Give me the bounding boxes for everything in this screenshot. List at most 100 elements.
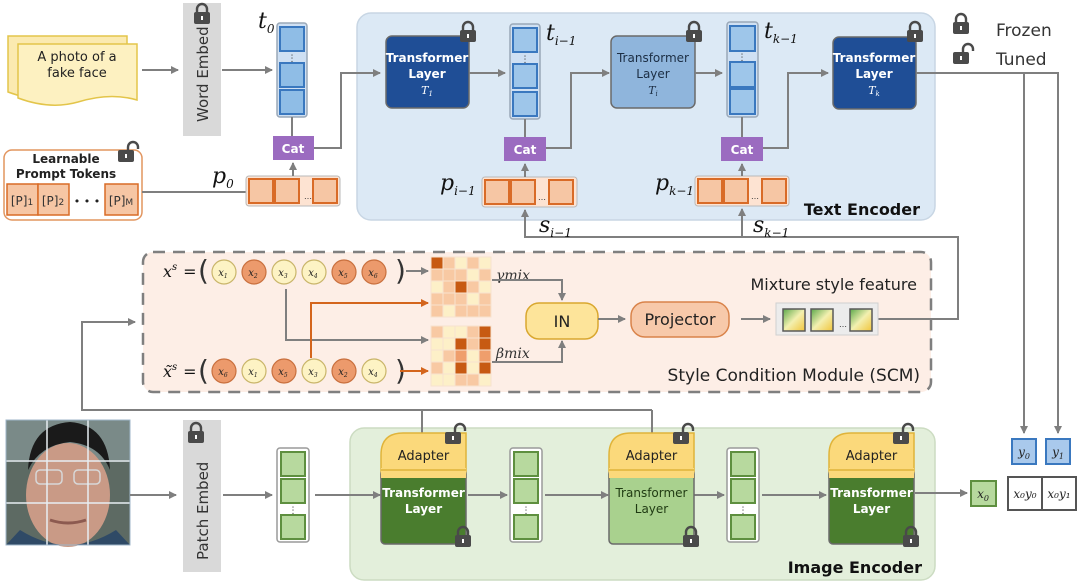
svg-text:Layer: Layer xyxy=(636,67,670,81)
xs-tilde-bracket-open: ( xyxy=(198,354,209,387)
xs-tilde-circle-6: x4 xyxy=(361,358,387,384)
text-encoder-title: Text Encoder xyxy=(804,200,920,219)
legend-frozen-label: Frozen xyxy=(996,21,1052,41)
svg-text:• • •: • • • xyxy=(74,195,100,208)
xs-label: xs= xyxy=(163,262,197,281)
y1-box xyxy=(1045,438,1071,465)
gamma-cell-cell xyxy=(466,268,480,282)
gamma-cell-cell xyxy=(442,304,456,318)
image-token-stack-3: ⋮ xyxy=(726,447,760,543)
transformer-label-line2: Layer xyxy=(635,502,669,516)
gamma-cell-cell xyxy=(478,304,492,318)
gamma-cell-cell xyxy=(478,256,492,270)
gamma-cell-cell xyxy=(430,268,444,282)
beta-cell-cell xyxy=(454,337,468,351)
pi1-token-row: … xyxy=(481,176,578,208)
transformer-label-line1: Transformer xyxy=(830,486,913,500)
learnable-label-line2: Prompt Tokens xyxy=(16,167,116,181)
similarity-x0y1-label: x₀y₁ xyxy=(1047,487,1070,501)
t0-label: t0 xyxy=(258,9,275,36)
ti1-token-stack: ⋮ xyxy=(509,23,541,120)
svg-text:Ti: Ti xyxy=(648,84,658,98)
beta-cell-cell xyxy=(466,325,480,339)
gamma-cell-cell xyxy=(430,292,444,306)
arrow-tk-to-y1 xyxy=(916,72,1062,434)
svg-text:x2: x2 xyxy=(248,268,258,280)
xs-bracket-open: ( xyxy=(198,254,209,287)
cat-block-0 xyxy=(273,136,314,160)
projector-block xyxy=(630,301,730,338)
gamma-label: γmix xyxy=(496,268,530,284)
xs-bracket-close: ) xyxy=(395,254,406,287)
gamma-cell-cell xyxy=(466,280,480,294)
pk1-label: pk−1 xyxy=(655,171,694,198)
beta-cell-cell xyxy=(466,349,480,363)
legend-tuned-label: Tuned xyxy=(995,50,1047,70)
xs-tilde-circle-3: x5 xyxy=(271,358,297,384)
gamma-cell-cell xyxy=(430,304,444,318)
patch-embed-block xyxy=(183,420,221,572)
beta-heatmap xyxy=(430,325,492,387)
beta-cell-cell xyxy=(466,337,480,351)
projector-label: Projector xyxy=(644,310,716,329)
beta-cell-cell xyxy=(442,361,456,375)
gamma-cell-cell xyxy=(442,256,456,270)
svg-text:x6: x6 xyxy=(368,268,378,280)
si1-label: si−1 xyxy=(539,213,572,240)
arrow-adapters-to-scm xyxy=(81,318,423,445)
transformer-label-line2: Layer xyxy=(853,502,890,516)
gamma-cell-cell xyxy=(430,256,444,270)
xs-circle-6: x6 xyxy=(361,259,387,285)
gamma-cell-cell xyxy=(466,256,480,270)
mixture-label: Mixture style feature xyxy=(750,275,917,294)
y0-box xyxy=(1011,438,1037,465)
legend: Frozen Tuned xyxy=(951,12,1052,70)
gamma-cell-cell xyxy=(466,304,480,318)
patch-embed-label: Patch Embed xyxy=(194,462,212,560)
gamma-cell-cell xyxy=(466,292,480,306)
cat-block-i xyxy=(504,137,546,161)
xs-tilde-circle-4: x3 xyxy=(301,358,327,384)
svg-text:[P]1: [P]1 xyxy=(11,194,33,208)
svg-text:T1: T1 xyxy=(421,84,433,98)
svg-text:…: … xyxy=(538,193,546,202)
svg-text:[P]2: [P]2 xyxy=(42,194,64,208)
svg-text:⋮: ⋮ xyxy=(289,506,298,516)
svg-text:⋮: ⋮ xyxy=(739,506,748,516)
image-encoder-title: Image Encoder xyxy=(788,558,922,577)
transformer-label-line1: Transformer xyxy=(382,486,465,500)
adapter-label: Adapter xyxy=(398,449,450,464)
svg-text:…: … xyxy=(751,192,759,201)
beta-cell-cell xyxy=(442,325,456,339)
beta-cell-cell xyxy=(454,325,468,339)
arrow-xt3-to-gamma xyxy=(310,299,429,358)
similarity-x0y0-label: x₀y₀ xyxy=(1013,487,1036,501)
arrow-x3-to-beta xyxy=(285,289,429,344)
svg-text:x4: x4 xyxy=(308,268,318,280)
gamma-cell-cell xyxy=(454,304,468,318)
image-token-stack-1: ⋮ xyxy=(276,447,310,543)
xs-tilde-circle-1: x6 xyxy=(211,358,237,384)
tk1-label: tk−1 xyxy=(764,19,798,46)
svg-text:⋮: ⋮ xyxy=(521,55,530,65)
lock-closed-icon xyxy=(951,12,971,36)
lock-open-icon xyxy=(951,42,975,66)
adapter-block xyxy=(608,432,695,479)
mixture-style-feature: … xyxy=(775,302,879,336)
xs-circle-5: x5 xyxy=(331,259,357,285)
transformer-label-line2: Layer xyxy=(405,502,442,516)
image-token-stack-2: ⋮ xyxy=(509,447,543,543)
gamma-cell-cell xyxy=(442,292,456,306)
adapter-block xyxy=(828,432,915,479)
gamma-cell-cell xyxy=(442,280,456,294)
face-image xyxy=(5,419,131,547)
svg-text:⋮: ⋮ xyxy=(522,506,531,516)
beta-cell-cell xyxy=(430,373,444,387)
beta-cell-cell xyxy=(478,349,492,363)
text-prompt-line2: fake face xyxy=(47,66,106,81)
svg-text:Layer: Layer xyxy=(855,67,892,81)
beta-label: βmix xyxy=(495,346,530,362)
